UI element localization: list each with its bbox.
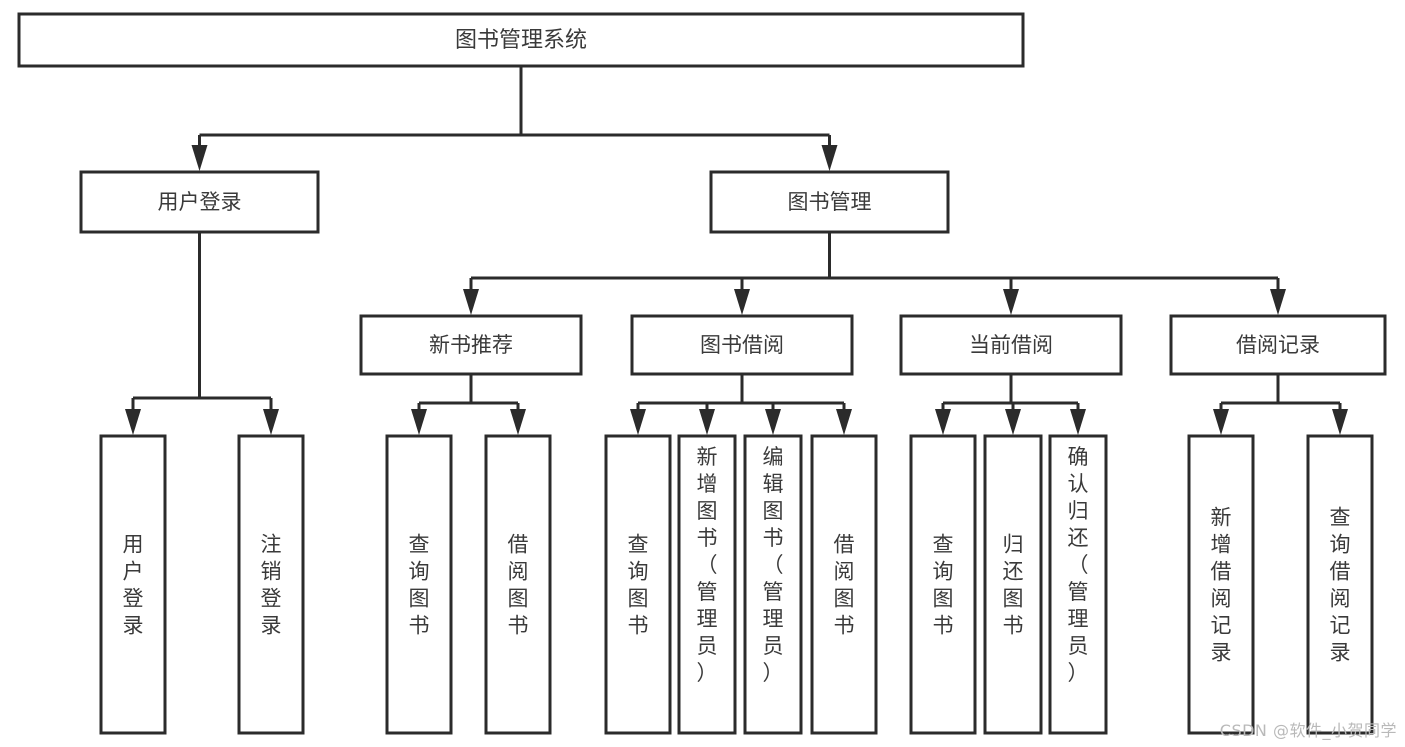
leaf-node-leaf-query-borrow-record-label: 查询借阅记录	[1330, 506, 1351, 665]
root-node-book-management-system-label: 图书管理系统	[455, 28, 587, 53]
leaf-node-leaf-edit-book-label: 编辑图书（管理员）	[763, 445, 784, 685]
leaf-node-leaf-add-book-rect	[677, 434, 737, 735]
leaf-node-leaf-return-book-label: 归还图书	[1003, 533, 1024, 638]
leaf-node-leaf-return-book-rect	[983, 434, 1043, 735]
arrow-head-icon	[1213, 409, 1229, 435]
leaf-node-leaf-borrow-book-b[interactable]: 借阅图书	[810, 434, 878, 735]
arrow-head-icon	[191, 145, 208, 171]
arrow-head-icon	[935, 409, 951, 435]
leaf-node-leaf-query-book-b-rect	[604, 434, 672, 735]
leaf-node-leaf-user-login-rect	[99, 434, 167, 735]
leaf-node-leaf-return-book[interactable]: 归还图书	[983, 434, 1043, 735]
node-book-management[interactable]: 图书管理	[709, 170, 950, 234]
node-user-login-label: 用户登录	[158, 190, 242, 214]
leaf-node-leaf-query-book-c-label: 查询图书	[933, 533, 954, 638]
leaf-node-leaf-query-book-a[interactable]: 查询图书	[385, 434, 453, 735]
leaf-node-leaf-query-book-b[interactable]: 查询图书	[604, 434, 672, 735]
node-new-book-recommend-label: 新书推荐	[429, 333, 513, 357]
leaf-node-leaf-query-book-c[interactable]: 查询图书	[909, 434, 977, 735]
node-new-book-recommend[interactable]: 新书推荐	[359, 314, 583, 376]
leaf-node-leaf-add-borrow-record-label: 新增借阅记录	[1211, 506, 1232, 665]
leaf-node-leaf-edit-book-rect	[743, 434, 803, 735]
leaf-node-leaf-add-borrow-record[interactable]: 新增借阅记录	[1187, 434, 1255, 735]
leaf-node-leaf-confirm-return-rect	[1048, 434, 1108, 735]
root-node-book-management-system-rect	[17, 12, 1025, 68]
connectors-layer	[125, 66, 1348, 435]
leaf-node-leaf-confirm-return[interactable]: 确认归还（管理员）	[1048, 434, 1108, 735]
root-node-book-management-system[interactable]: 图书管理系统	[17, 12, 1025, 68]
node-current-borrow-rect	[899, 314, 1123, 376]
node-current-borrow[interactable]: 当前借阅	[899, 314, 1123, 376]
node-new-book-recommend-rect	[359, 314, 583, 376]
leaf-node-leaf-add-book[interactable]: 新增图书（管理员）	[677, 434, 737, 735]
leaf-node-leaf-query-borrow-record-rect	[1306, 434, 1374, 735]
arrow-head-icon	[630, 409, 646, 435]
node-current-borrow-label: 当前借阅	[969, 333, 1053, 357]
leaf-node-leaf-query-book-a-rect	[385, 434, 453, 735]
leaf-node-leaf-query-borrow-record[interactable]: 查询借阅记录	[1306, 434, 1374, 735]
arrow-head-icon	[463, 289, 479, 315]
arrow-head-icon	[1332, 409, 1348, 435]
node-user-login-rect	[79, 170, 320, 234]
leaf-node-leaf-borrow-book-b-label: 借阅图书	[834, 533, 855, 638]
node-book-borrow-label: 图书借阅	[700, 333, 784, 357]
leaf-node-leaf-add-book-label: 新增图书（管理员）	[697, 445, 718, 685]
leaf-node-leaf-query-book-c-rect	[909, 434, 977, 735]
node-borrow-record-rect	[1169, 314, 1387, 376]
arrow-head-icon	[125, 409, 141, 435]
leaf-node-leaf-logout-login-label: 注销登录	[261, 533, 282, 638]
arrow-head-icon	[699, 409, 715, 435]
arrow-head-icon	[765, 409, 781, 435]
node-book-management-label: 图书管理	[788, 190, 872, 214]
arrow-head-icon	[734, 289, 750, 315]
leaf-node-leaf-user-login-label: 用户登录	[123, 533, 144, 638]
arrow-head-icon	[1070, 409, 1086, 435]
arrow-head-icon	[1270, 289, 1286, 315]
leaf-node-leaf-add-borrow-record-rect	[1187, 434, 1255, 735]
node-book-management-rect	[709, 170, 950, 234]
arrow-head-icon	[1005, 409, 1021, 435]
leaf-node-leaf-query-book-b-label: 查询图书	[628, 533, 649, 638]
leaf-node-leaf-query-book-a-label: 查询图书	[409, 533, 430, 638]
leaf-node-leaf-borrow-book-a-rect	[484, 434, 552, 735]
leaf-node-leaf-logout-login[interactable]: 注销登录	[237, 434, 305, 735]
leaf-node-leaf-borrow-book-b-rect	[810, 434, 878, 735]
arrow-head-icon	[510, 409, 526, 435]
leaf-node-leaf-user-login[interactable]: 用户登录	[99, 434, 167, 735]
leaf-node-leaf-borrow-book-a[interactable]: 借阅图书	[484, 434, 552, 735]
node-book-borrow-rect	[630, 314, 854, 376]
arrow-head-icon	[836, 409, 852, 435]
node-book-borrow[interactable]: 图书借阅	[630, 314, 854, 376]
node-user-login[interactable]: 用户登录	[79, 170, 320, 234]
arrow-head-icon	[821, 145, 838, 171]
leaf-node-leaf-logout-login-rect	[237, 434, 305, 735]
arrow-head-icon	[411, 409, 427, 435]
node-borrow-record[interactable]: 借阅记录	[1169, 314, 1387, 376]
leaf-node-leaf-edit-book[interactable]: 编辑图书（管理员）	[743, 434, 803, 735]
arrow-head-icon	[263, 409, 279, 435]
boxes-layer: 图书管理系统用户登录图书管理新书推荐图书借阅当前借阅借阅记录用户登录注销登录查询…	[17, 12, 1387, 735]
leaf-node-leaf-borrow-book-a-label: 借阅图书	[508, 533, 529, 638]
arrow-head-icon	[1003, 289, 1019, 315]
leaf-node-leaf-confirm-return-label: 确认归还（管理员）	[1068, 445, 1089, 685]
node-borrow-record-label: 借阅记录	[1236, 333, 1320, 357]
